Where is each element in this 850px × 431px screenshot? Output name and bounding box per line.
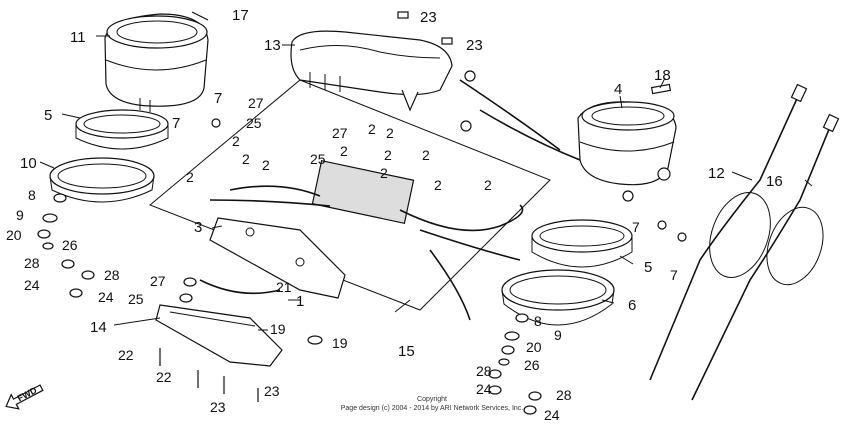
label-2-i: 2: [422, 147, 430, 163]
label-24-right-a: 24: [476, 381, 492, 397]
label-25-c: 25: [128, 291, 144, 307]
label-23-bottom-a: 23: [264, 383, 280, 399]
label-2-h: 2: [384, 147, 392, 163]
label-9-right: 9: [554, 327, 562, 343]
label-2-b: 2: [386, 125, 394, 141]
label-24-right-b: 24: [544, 407, 560, 423]
meter-bracket: [209, 217, 346, 299]
label-7-c: 7: [632, 219, 640, 235]
small-parts: [37, 11, 687, 415]
label-28-right-a: 28: [476, 363, 492, 379]
leader-lines: [39, 35, 813, 331]
label-19-b: 19: [332, 335, 348, 351]
label-22-b: 22: [156, 369, 172, 385]
label-5-right: 5: [644, 259, 652, 276]
meter-housing: [290, 30, 453, 112]
label-7-b: 7: [172, 115, 180, 132]
label-21: 21: [276, 279, 292, 295]
label-4: 4: [614, 81, 622, 98]
label-17: 17: [232, 7, 249, 24]
label-14: 14: [90, 319, 107, 336]
label-19-a: 19: [270, 321, 286, 337]
label-28-right-b: 28: [556, 387, 572, 403]
copyright-line-2: Page design (c) 2004 - 2014 by ARI Netwo…: [341, 405, 524, 412]
label-7-d: 7: [670, 267, 678, 283]
label-12: 12: [708, 165, 725, 182]
tachometer-case: [577, 101, 677, 202]
label-2-k: 2: [434, 177, 442, 193]
label-16: 16: [766, 173, 783, 190]
label-23-top-b: 23: [466, 37, 483, 54]
label-23-bottom-b: 23: [210, 399, 226, 415]
meter-cover-right: [501, 269, 615, 326]
label-2-a: 2: [368, 121, 376, 137]
label-2-j: 2: [380, 165, 388, 181]
label-15: 15: [398, 343, 415, 360]
meter-cover-left: [49, 157, 155, 203]
label-25-a: 25: [246, 115, 262, 131]
label-27-a: 27: [248, 95, 264, 111]
label-23-top-a: 23: [420, 9, 437, 26]
label-26-right: 26: [524, 357, 540, 373]
meter-ring-right: [531, 219, 633, 268]
label-13: 13: [264, 37, 281, 54]
label-6: 6: [628, 297, 636, 314]
speedometer-case: [104, 13, 209, 112]
lower-cover: [155, 304, 283, 367]
label-1: 1: [296, 293, 304, 310]
forward-arrow: FWD: [5, 384, 44, 410]
speedometer-cable: [649, 83, 808, 381]
label-22-a: 22: [118, 347, 134, 363]
label-18: 18: [654, 67, 671, 84]
tachometer-cable: [691, 113, 840, 401]
label-8-right: 8: [534, 313, 542, 329]
label-10: 10: [20, 155, 37, 172]
label-2-c: 2: [232, 133, 240, 149]
label-3: 3: [194, 219, 202, 236]
meter-ring-left: [75, 109, 169, 150]
label-5-left: 5: [44, 107, 52, 124]
label-2-e: 2: [262, 157, 270, 173]
label-2-d: 2: [242, 151, 250, 167]
label-28-left-b: 28: [104, 267, 120, 283]
part-labels: 17 23 23 11 13 18 4 5 7 7 27 25 27 2 2 2…: [6, 7, 783, 423]
label-11: 11: [70, 29, 86, 46]
label-25-b: 25: [310, 151, 326, 167]
label-27-b: 27: [332, 125, 348, 141]
label-20-right: 20: [526, 339, 542, 355]
label-20-left: 20: [6, 227, 22, 243]
label-28-left-a: 28: [24, 255, 40, 271]
label-9-left: 9: [16, 207, 24, 223]
label-7-a: 7: [214, 90, 222, 107]
label-24-left-a: 24: [24, 277, 40, 293]
copyright-line-1: Copyright: [417, 396, 447, 403]
label-2-f: 2: [186, 169, 194, 185]
label-2-g: 2: [340, 143, 348, 159]
label-26-left: 26: [62, 237, 78, 253]
label-27-c: 27: [150, 273, 166, 289]
label-2-l: 2: [484, 177, 492, 193]
label-8-left: 8: [28, 187, 36, 203]
label-24-left-b: 24: [98, 289, 114, 305]
wire-harness: [199, 70, 581, 321]
